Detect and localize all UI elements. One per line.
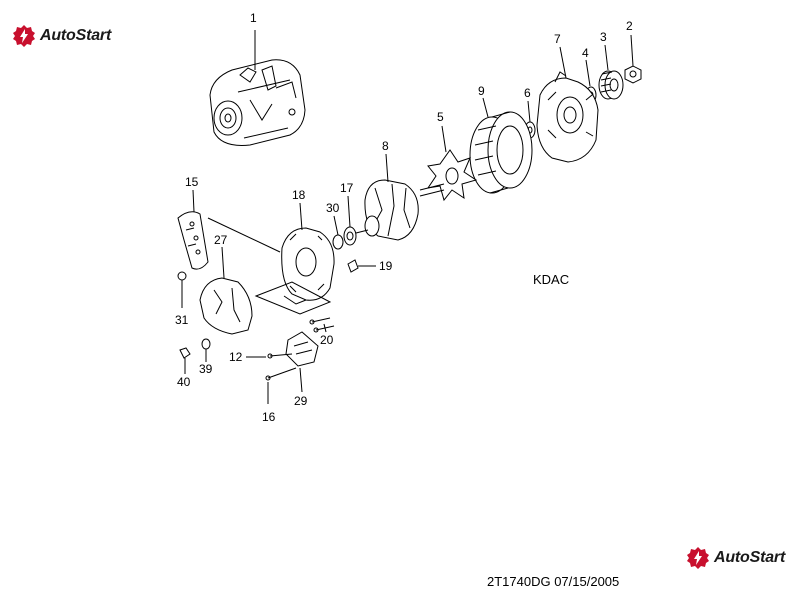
part-cover[interactable]	[199, 277, 253, 335]
part-fan[interactable]	[426, 149, 478, 202]
part-pulley[interactable]	[598, 70, 624, 100]
leader-line-8	[385, 153, 389, 183]
part-front-housing[interactable]	[536, 71, 599, 163]
leader-line-5	[441, 125, 447, 153]
callout-3: 3	[600, 30, 607, 44]
callout-4: 4	[582, 46, 589, 60]
part-nut[interactable]	[624, 65, 642, 84]
logo-text: AutoStart	[714, 549, 786, 566]
callout-29: 29	[294, 394, 308, 408]
callout-7: 7	[554, 32, 561, 46]
leader-line-9	[482, 97, 489, 118]
part-screw-12[interactable]	[267, 353, 293, 359]
leader-line-15	[192, 189, 195, 213]
autostart-logo-bottom: AutoStart	[686, 546, 785, 570]
callout-31: 31	[175, 313, 189, 327]
leader-line-7	[559, 46, 567, 79]
callout-40: 40	[177, 375, 191, 389]
callout-2: 2	[626, 19, 633, 33]
callout-17: 17	[340, 181, 354, 195]
callout-1: 1	[250, 11, 257, 25]
callout-20: 20	[320, 333, 334, 347]
part-ring[interactable]	[332, 234, 344, 250]
callout-9: 9	[478, 84, 485, 98]
callout-15: 15	[185, 175, 199, 189]
leader-line-4	[585, 59, 591, 87]
callout-27: 27	[214, 233, 228, 247]
part-screw-31[interactable]	[177, 271, 187, 281]
callout-39: 39	[199, 362, 213, 376]
leader-line-3	[604, 44, 609, 71]
callout-8: 8	[382, 139, 389, 153]
manufacturer-label: KDAC	[533, 272, 570, 287]
part-cap[interactable]	[347, 259, 359, 273]
guide-line-18	[207, 217, 281, 253]
autostart-gear-icon	[13, 25, 35, 47]
callout-19: 19	[379, 259, 393, 273]
part-washer-39[interactable]	[201, 338, 211, 350]
part-bolts-20[interactable]	[309, 317, 335, 333]
autostart-logo-top: AutoStart	[12, 24, 111, 48]
leader-line-27	[221, 246, 225, 279]
diagram-reference: 2T1740DG 07/15/2005	[487, 574, 620, 589]
callout-30: 30	[326, 201, 340, 215]
leader-line-29	[299, 367, 303, 393]
callout-18: 18	[292, 188, 306, 202]
leader-line-18	[299, 202, 303, 231]
leader-line-20	[323, 323, 327, 333]
part-rotor[interactable]	[351, 179, 445, 241]
leader-line-6	[527, 100, 531, 123]
part-rear-housing[interactable]	[281, 227, 335, 305]
part-alternator-assembly[interactable]	[209, 59, 306, 146]
leader-line-30	[333, 215, 339, 236]
leader-line-17	[347, 195, 351, 228]
part-screw-16[interactable]	[265, 367, 297, 381]
callout-6: 6	[524, 86, 531, 100]
leader-line-2	[630, 34, 634, 67]
part-bearing[interactable]	[343, 226, 357, 246]
guide-box-20	[254, 281, 332, 315]
callout-16: 16	[262, 410, 276, 424]
part-rectifier[interactable]	[177, 211, 209, 270]
part-nut-40[interactable]	[179, 347, 191, 359]
part-stator[interactable]	[469, 111, 533, 194]
autostart-gear-icon	[687, 547, 709, 569]
logo-text: AutoStart	[40, 27, 112, 44]
part-regulator[interactable]	[285, 331, 319, 367]
callout-5: 5	[437, 110, 444, 124]
callout-12: 12	[229, 350, 243, 364]
